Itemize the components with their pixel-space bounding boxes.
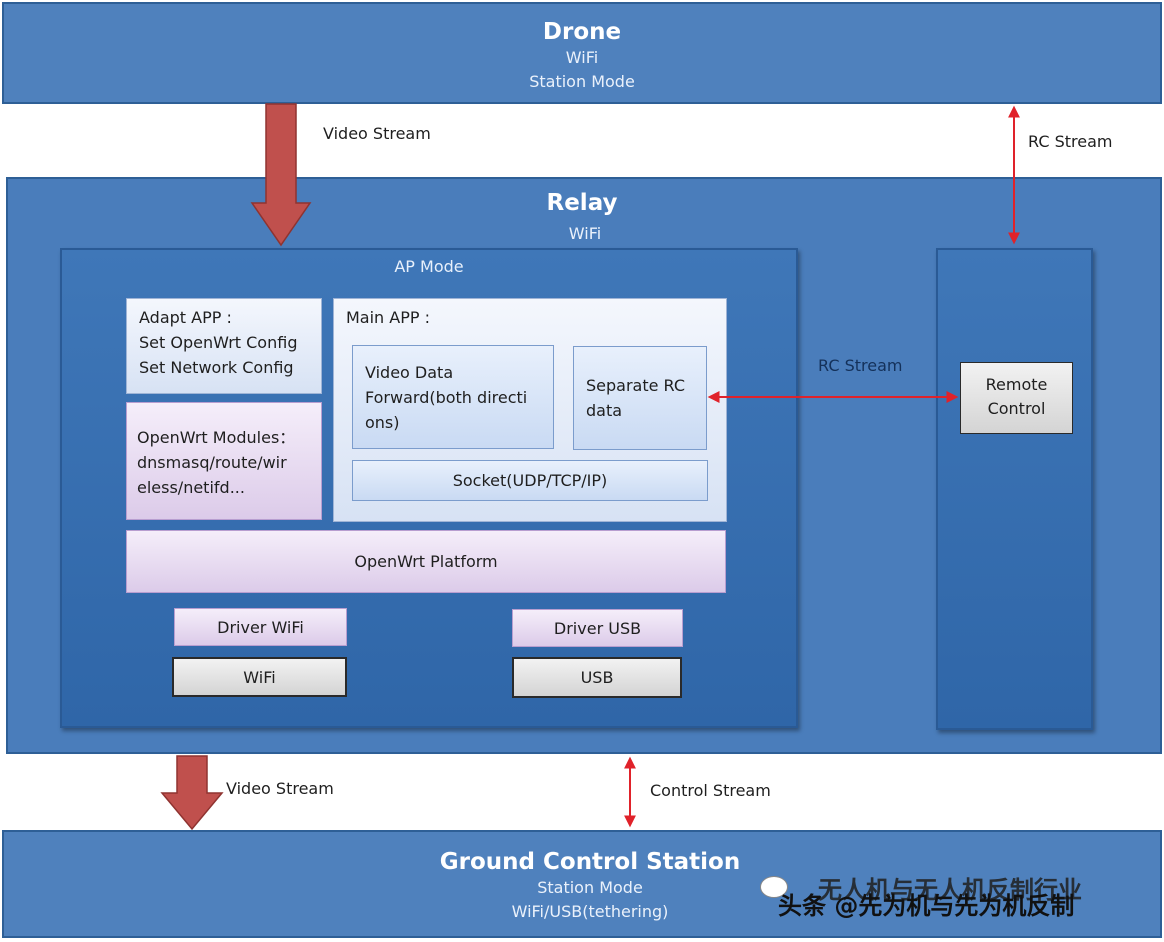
separate-rc-line-1: Separate RC bbox=[586, 376, 686, 395]
adapt-app-network-config: Set Network Config bbox=[139, 358, 294, 377]
ground-station-link: WiFi/USB(tethering) bbox=[511, 902, 669, 921]
remote-control-box: Remote Control bbox=[960, 362, 1073, 434]
video-forward-line-3: ons) bbox=[365, 413, 400, 432]
video-forward-line-1: Video Data bbox=[365, 363, 454, 382]
wifi-hardware-box: WiFi bbox=[172, 657, 347, 697]
socket-label: Socket(UDP/TCP/IP) bbox=[452, 471, 608, 490]
video-forward-box: Video Data Forward(both directi ons) bbox=[352, 345, 554, 449]
separate-rc-line-2: data bbox=[586, 401, 623, 420]
wifi-hardware-label: WiFi bbox=[243, 667, 276, 687]
drone-wifi-label: WiFi bbox=[565, 48, 599, 67]
remote-control-column bbox=[936, 248, 1093, 730]
openwrt-modules-list-2: eless/netifd... bbox=[137, 478, 245, 497]
openwrt-modules-list-1: dnsmasq/route/wir bbox=[137, 453, 287, 472]
separate-rc-box: Separate RC data bbox=[573, 346, 707, 450]
watermark-line-1: 无人机与无人机反制行业 bbox=[818, 876, 1082, 904]
ground-station-title: Ground Control Station bbox=[439, 849, 741, 875]
video-stream-label-top: Video Stream bbox=[323, 124, 431, 143]
watermark: 无人机与无人机反制行业 头条 @先为机与先为机反制 bbox=[760, 866, 1150, 936]
drone-mode-label: Station Mode bbox=[529, 72, 635, 91]
driver-wifi-box: Driver WiFi bbox=[174, 608, 347, 646]
openwrt-platform-label: OpenWrt Platform bbox=[354, 552, 498, 571]
control-stream-label: Control Stream bbox=[650, 781, 771, 800]
drone-band: Drone WiFi Station Mode bbox=[2, 2, 1162, 104]
rc-stream-label-top: RC Stream bbox=[1028, 132, 1113, 151]
socket-box: Socket(UDP/TCP/IP) bbox=[352, 460, 708, 501]
main-app-title: Main APP : bbox=[346, 308, 430, 327]
adapt-app-openwrt-config: Set OpenWrt Config bbox=[139, 333, 298, 352]
watermark-logo-icon bbox=[760, 876, 788, 898]
video-forward-line-2: Forward(both directi bbox=[365, 388, 528, 407]
openwrt-platform-box: OpenWrt Platform bbox=[126, 530, 726, 593]
remote-control-line-1: Remote bbox=[985, 375, 1048, 394]
driver-wifi-label: Driver WiFi bbox=[217, 617, 304, 637]
driver-usb-label: Driver USB bbox=[553, 618, 642, 638]
relay-wifi-label: WiFi bbox=[568, 224, 602, 243]
ground-station-band: Ground Control Station Station Mode WiFi… bbox=[2, 830, 1162, 938]
watermark-line-2: 头条 @先为机与先为机反制 bbox=[778, 892, 1075, 920]
adapt-app-title: Adapt APP : bbox=[139, 308, 232, 327]
video-stream-label-bottom: Video Stream bbox=[226, 779, 334, 798]
drone-title: Drone bbox=[542, 19, 622, 45]
openwrt-modules-title: OpenWrt Modules： bbox=[137, 428, 296, 447]
relay-title: Relay bbox=[546, 190, 618, 216]
rc-stream-label-mid: RC Stream bbox=[818, 356, 903, 375]
ground-station-mode: Station Mode bbox=[537, 878, 643, 897]
usb-hardware-label: USB bbox=[580, 668, 614, 687]
ap-mode-label: AP Mode bbox=[394, 257, 464, 276]
remote-control-line-2: Control bbox=[987, 399, 1046, 418]
openwrt-modules-box: OpenWrt Modules： dnsmasq/route/wir eless… bbox=[126, 402, 322, 520]
video-stream-down-arrow-bottom bbox=[160, 755, 224, 831]
usb-hardware-box: USB bbox=[512, 657, 682, 698]
adapt-app-box: Adapt APP : Set OpenWrt Config Set Netwo… bbox=[126, 298, 322, 394]
driver-usb-box: Driver USB bbox=[512, 609, 683, 647]
